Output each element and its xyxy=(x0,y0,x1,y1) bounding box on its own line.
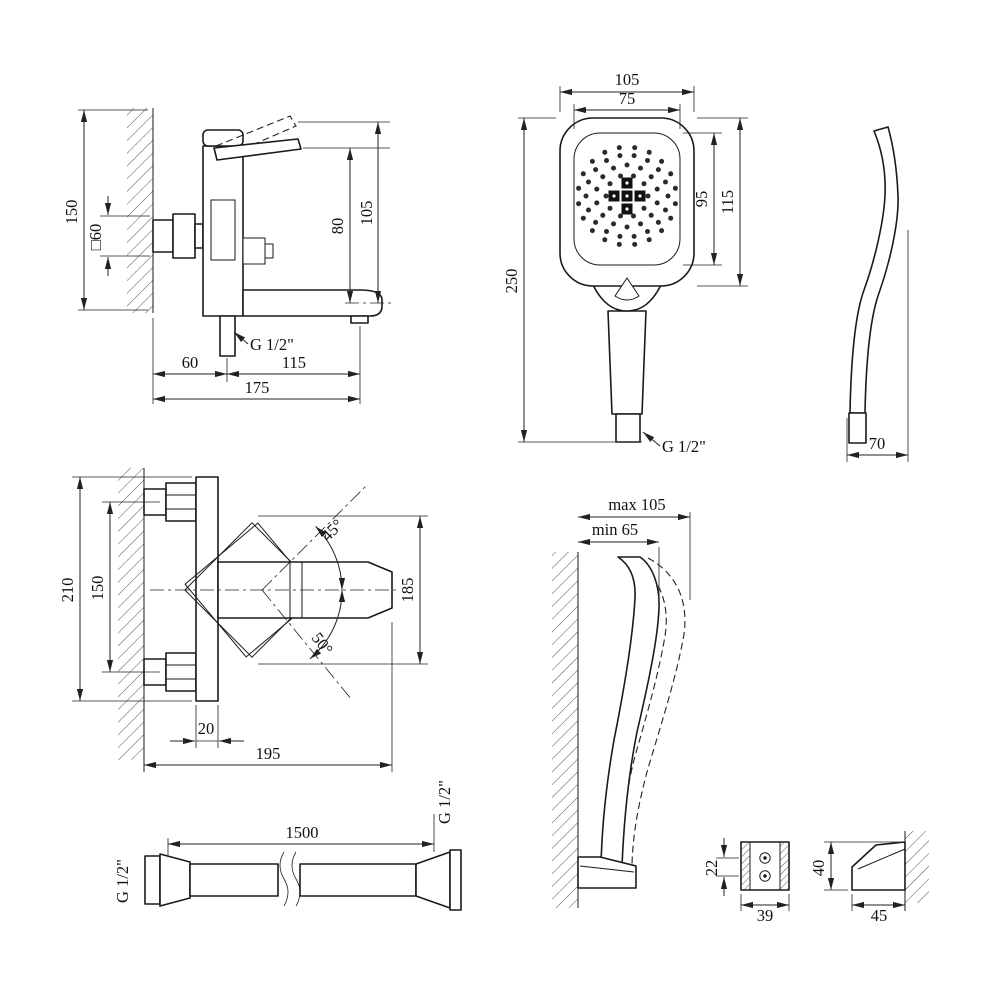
thread-label: G 1/2" xyxy=(662,437,706,456)
shower-in-holder xyxy=(600,556,660,867)
bottom-nut xyxy=(165,652,197,692)
diverter-knob xyxy=(242,237,266,265)
wall-section xyxy=(552,552,579,908)
angle-50-label: 50° xyxy=(308,629,337,659)
dims-bracket-side: 40 45 xyxy=(809,841,905,925)
mode-buttons xyxy=(608,177,646,215)
dim-70-label: 70 xyxy=(869,434,886,453)
wall-section xyxy=(904,831,929,911)
dim-150-label: 150 xyxy=(88,576,107,601)
spray-nozzles xyxy=(576,145,678,247)
dim-40-label: 40 xyxy=(809,860,828,877)
centerline-50 xyxy=(261,589,353,701)
handle-cap xyxy=(202,129,244,147)
wall-connector xyxy=(194,223,204,249)
thread-label: G 1/2" xyxy=(250,335,294,354)
thread-right-label: G 1/2" xyxy=(435,780,454,824)
thread-left-label: G 1/2" xyxy=(113,859,132,903)
view-holder-wall: max 105 min 65 xyxy=(552,495,691,908)
shower-side-profile xyxy=(849,126,899,414)
wall-section xyxy=(118,468,145,772)
dim-195-label: 195 xyxy=(256,744,281,763)
view-hose: 1500 G 1/2" G 1/2" xyxy=(113,780,462,911)
shower-max-position-dashed-inner xyxy=(619,561,667,863)
dim-20-label: 20 xyxy=(198,719,215,738)
view-bracket-side: 40 45 xyxy=(809,831,929,925)
shower-side-thread xyxy=(848,412,867,444)
brand-emblem xyxy=(614,277,640,301)
hose-right-cone xyxy=(415,851,451,909)
dim-150-label: 150 xyxy=(62,200,81,225)
hose-braid-left xyxy=(189,863,279,897)
mixer-body xyxy=(202,145,244,317)
spout xyxy=(242,289,383,317)
hose-left-nut xyxy=(144,855,161,905)
dim-60-label: 60 xyxy=(182,353,199,372)
hose-break-line xyxy=(291,851,301,907)
hand-shower-front-body xyxy=(559,117,695,443)
dim-max105-label: max 105 xyxy=(608,495,665,514)
dim-1500-label: 1500 xyxy=(286,823,319,842)
wall-thread-section xyxy=(152,219,174,253)
angle-arc-45 xyxy=(315,526,346,591)
dim-sq60-label: □60 xyxy=(86,224,105,250)
diverter-tip xyxy=(264,243,274,259)
spout-outlet xyxy=(350,315,369,324)
view-hand-shower-front: 105 75 95 115 250 G 1/2" xyxy=(502,70,748,456)
handle-lever xyxy=(213,138,302,161)
dim-105-label: 105 xyxy=(357,201,376,226)
hose-break-line xyxy=(279,851,289,907)
dim-95-label: 95 xyxy=(692,191,711,208)
dim-22-label: 22 xyxy=(702,860,721,877)
view-bath-mixer-side: 150 □60 80 105 G 1/2" 60 xyxy=(62,108,392,404)
dims-holder: max 105 min 65 xyxy=(578,495,691,612)
dim-185-label: 185 xyxy=(398,578,417,603)
dim-175-label: 175 xyxy=(245,378,270,397)
dim-250-label: 250 xyxy=(502,269,521,294)
shower-handle xyxy=(607,310,647,415)
dim-115-label: 115 xyxy=(282,353,306,372)
dim-210-label: 210 xyxy=(58,578,77,603)
dims-mixer-front: 210 150 185 20 195 xyxy=(58,476,428,772)
hose-braid-right xyxy=(299,863,417,897)
mixer-body-side xyxy=(152,115,383,357)
holder-cup xyxy=(577,856,637,889)
dim-39-label: 39 xyxy=(757,906,774,925)
view-mixer-front: 45° 50° 210 150 185 20 195 xyxy=(58,468,428,772)
dims-mixer-side: 150 □60 80 105 G 1/2" 60 xyxy=(62,109,392,404)
handle-position-b xyxy=(184,522,320,658)
dim-min65-label: min 65 xyxy=(592,520,638,539)
dim-80-label: 80 xyxy=(328,218,347,235)
shower-max-position-dashed xyxy=(631,557,686,865)
hose-left-fitting xyxy=(159,853,191,907)
view-hand-shower-side: 70 xyxy=(846,126,909,462)
dim-105-label: 105 xyxy=(615,70,640,89)
shower-thread xyxy=(615,413,641,443)
mixer-front-body: 45° 50° xyxy=(143,476,400,702)
angle-45-label: 45° xyxy=(317,515,347,545)
hose-right-nut xyxy=(449,849,462,911)
dims-hose: 1500 G 1/2" G 1/2" xyxy=(113,780,454,903)
wall-nut xyxy=(172,213,196,259)
view-bracket-front: 22 39 xyxy=(702,838,790,925)
angle-arc-50 xyxy=(309,589,346,660)
dims-shower-front: 105 75 95 115 250 G 1/2" xyxy=(502,70,748,456)
cartridge-detail xyxy=(210,199,236,261)
dims-bracket-front: 22 39 xyxy=(702,838,790,925)
top-nut xyxy=(165,482,197,522)
bracket-side-body xyxy=(851,841,906,891)
dim-45-label: 45 xyxy=(871,906,888,925)
wall-section xyxy=(127,108,154,313)
hose-connection-thread xyxy=(219,315,236,357)
dim-75-label: 75 xyxy=(619,89,636,108)
dims-shower-side: 70 xyxy=(846,230,909,462)
spray-face xyxy=(573,132,681,266)
mount-plate xyxy=(195,476,219,702)
dim-115-label: 115 xyxy=(718,190,737,214)
